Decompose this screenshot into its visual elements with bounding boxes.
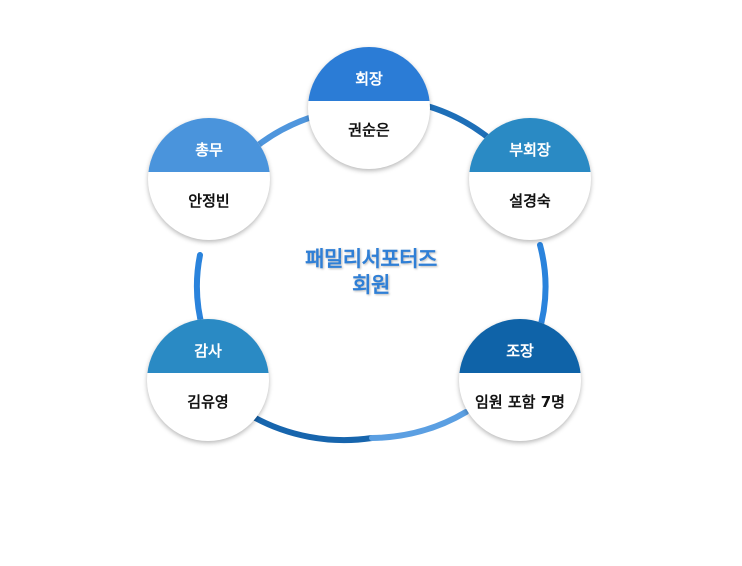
node-vice-president-role: 부회장: [509, 141, 551, 159]
center-title-line1: 패밀리서포터즈: [305, 247, 437, 271]
node-secretary-role: 총무: [195, 141, 223, 159]
node-auditor-role: 감사: [194, 342, 222, 360]
node-group-leader-name: 임원 포함 7명: [475, 392, 565, 411]
node-auditor-name: 김유영: [187, 392, 229, 411]
center-title: 패밀리서포터즈 회원: [271, 246, 471, 298]
node-group-leader-role: 조장: [506, 342, 534, 360]
node-vice-president-body: 설경숙: [469, 172, 591, 240]
node-auditor-body: 김유영: [147, 373, 269, 441]
node-secretary: 총무 안정빈: [148, 118, 270, 240]
node-vice-president: 부회장 설경숙: [469, 118, 591, 240]
node-vice-president-name: 설경숙: [509, 191, 551, 210]
node-president-body: 권순은: [308, 101, 430, 169]
center-title-line2: 회원: [352, 273, 390, 297]
node-president-role: 회장: [355, 70, 383, 88]
node-secretary-name: 안정빈: [188, 191, 230, 210]
ring-arc-bottom-right: [369, 409, 469, 441]
ring-arc-bottom: [247, 412, 375, 444]
node-group-leader-body: 임원 포함 7명: [459, 373, 581, 441]
node-group-leader: 조장 임원 포함 7명: [459, 319, 581, 441]
node-secretary-body: 안정빈: [148, 172, 270, 240]
node-auditor: 감사 김유영: [147, 319, 269, 441]
node-president-name: 권순은: [348, 120, 390, 139]
node-president: 회장 권순은: [308, 47, 430, 169]
